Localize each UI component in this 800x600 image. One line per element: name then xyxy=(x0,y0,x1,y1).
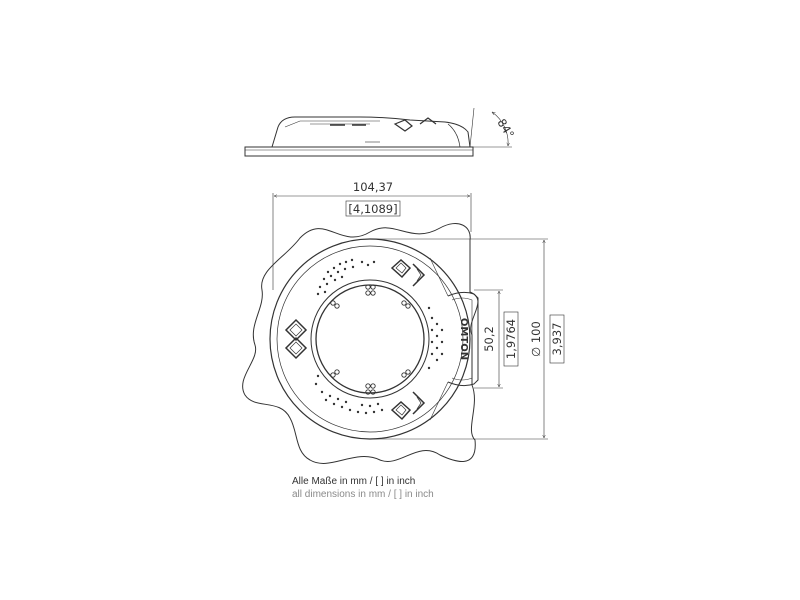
bolt-hole-pair-lower-right xyxy=(401,369,411,378)
outer-ring xyxy=(269,238,471,440)
brand-label: OMTON xyxy=(458,318,469,360)
inner-inch-label: 1,9764 xyxy=(504,319,518,359)
outer-mm-label: ∅ 100 xyxy=(529,321,543,357)
connector-tab xyxy=(447,291,479,387)
angle-arc xyxy=(492,112,508,146)
dimension-lines xyxy=(272,193,548,440)
bolt-hole-pair-lower-left xyxy=(330,369,340,378)
outer-inch-box xyxy=(549,314,565,364)
bolt-hole-pair-upper-right xyxy=(401,300,411,309)
latch-bottom-right xyxy=(390,391,426,421)
side-view-body xyxy=(271,116,471,148)
width-inch-box xyxy=(345,200,401,217)
bolt-hole-pair-upper-left xyxy=(330,300,340,309)
width-inch-label: [4,1089] xyxy=(348,202,397,216)
bolt-hole-pair-bottom xyxy=(365,383,376,395)
bolt-holes xyxy=(330,284,411,395)
side-view xyxy=(244,107,512,157)
bolt-hole-pair-top xyxy=(365,284,376,296)
top-view xyxy=(242,223,479,464)
width-mm-label: 104,37 xyxy=(353,180,393,194)
inner-ring xyxy=(310,279,430,399)
dot-pattern xyxy=(314,258,444,415)
angle-label: 84° xyxy=(494,116,517,141)
latch-left xyxy=(284,318,308,360)
outer-inch-label: 3,937 xyxy=(550,323,564,356)
latch-top-right xyxy=(390,258,426,287)
break-outline xyxy=(242,223,479,464)
units-note-english: all dimensions in mm / [ ] in inch xyxy=(292,489,434,500)
units-note-german: Alle Maße in mm / [ ] in inch xyxy=(292,476,416,487)
inner-inch-box xyxy=(503,311,519,367)
side-view-base-plate xyxy=(244,146,474,157)
inner-mm-label: 50,2 xyxy=(482,326,496,352)
